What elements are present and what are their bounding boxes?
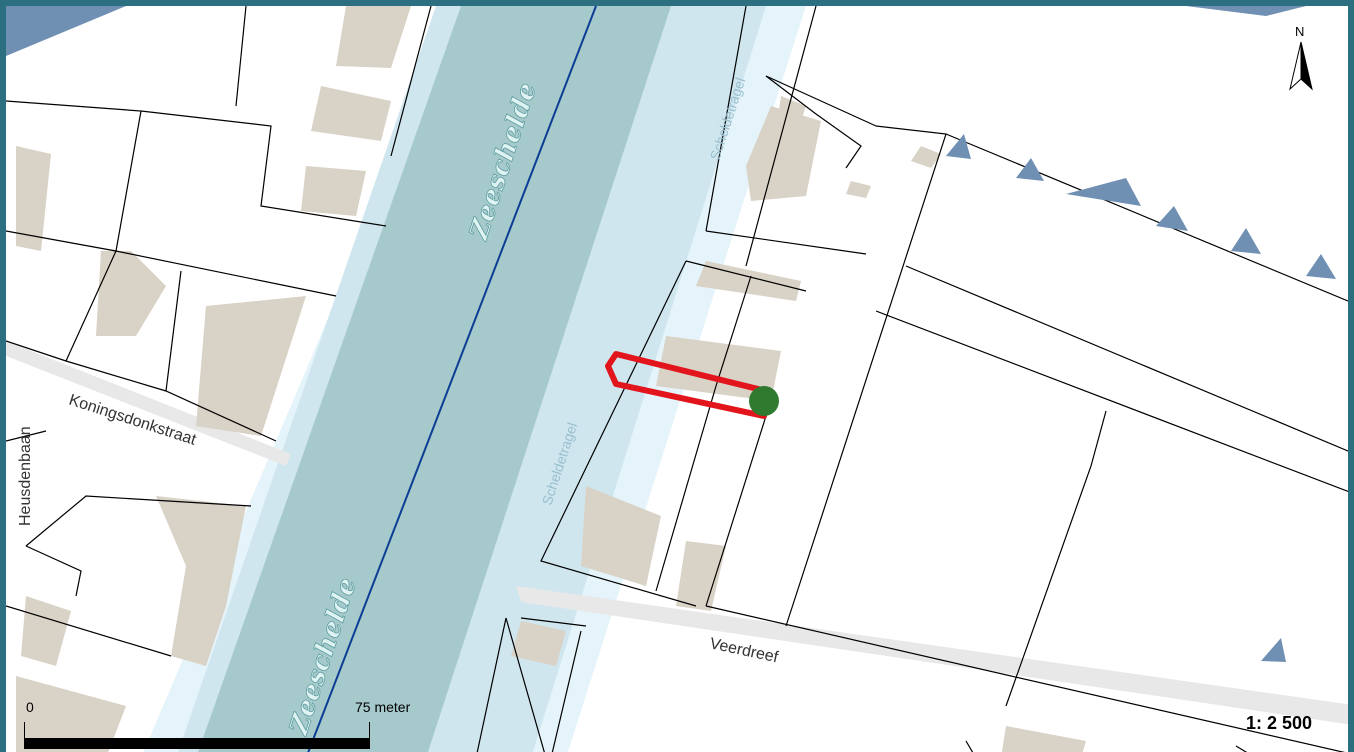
parcel-lines bbox=[6, 6, 1348, 752]
scale-bar-tick-start bbox=[24, 722, 25, 740]
highlighted-parcel[interactable] bbox=[605, 351, 769, 419]
map-canvas[interactable]: Zeeschelde Zeeschelde Koningsdonkstraat … bbox=[6, 6, 1354, 752]
scale-bar-end-label: 75 meter bbox=[355, 699, 411, 715]
north-arrow-icon bbox=[1289, 41, 1313, 91]
road-veerdreef bbox=[516, 586, 1348, 725]
street-label-heusdenbaan: Heusdenbaan bbox=[17, 426, 34, 526]
water-symbols bbox=[946, 134, 1336, 662]
location-marker[interactable] bbox=[749, 386, 779, 416]
scale-bar-line bbox=[24, 738, 370, 749]
scale-ratio: 1: 2 500 bbox=[1245, 713, 1312, 733]
north-label: N bbox=[1295, 24, 1305, 39]
scale-bar: 0 75 meter bbox=[24, 696, 410, 752]
scale-bar-tick-end bbox=[369, 722, 370, 740]
river-water bbox=[198, 6, 671, 752]
scale-bar-start-label: 0 bbox=[26, 699, 34, 715]
water-corner-top-right bbox=[1186, 6, 1306, 16]
river-axis-line bbox=[307, 6, 597, 752]
north-arrow: N bbox=[1286, 24, 1316, 94]
water-corner-top-left bbox=[6, 6, 126, 56]
road-koningsdonkstraat bbox=[6, 341, 291, 466]
